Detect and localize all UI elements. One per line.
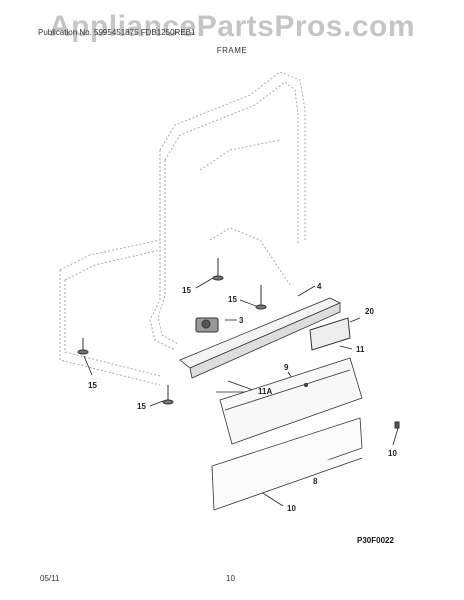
callout-labels: 15 15 15 15 4 3 20 11 11A 9 10 8 10 (88, 282, 397, 513)
front-rail (179, 297, 341, 379)
callout-9: 9 (284, 363, 289, 372)
kickplate-9 (219, 357, 363, 445)
publication-header: Publication No. 5995451875 FDB1250REB1 (38, 28, 196, 37)
figure-code: P30F0022 (357, 536, 394, 545)
callout-11: 11 (356, 345, 365, 354)
solenoid-part (195, 317, 219, 333)
callout-4: 4 (317, 282, 322, 291)
callout-3: 3 (239, 316, 244, 325)
section-title: FRAME (216, 46, 248, 55)
callout-20: 20 (365, 307, 374, 316)
callout-11a: 11A (258, 387, 272, 396)
watermark-text: AppliancePartsPros.com (48, 10, 416, 43)
callout-10a: 10 (388, 449, 397, 458)
callout-10b: 10 (287, 504, 296, 513)
callout-15b: 15 (228, 295, 237, 304)
leveling-legs (77, 258, 267, 405)
footer-date: 05/11 (40, 574, 60, 583)
toe-panel-8 (211, 417, 363, 511)
screws (304, 383, 400, 429)
bracket-20 (309, 317, 351, 351)
callout-15c: 15 (88, 381, 97, 390)
callout-15d: 15 (137, 402, 146, 411)
footer-page-number: 10 (226, 574, 235, 583)
tub-frame-outline (59, 71, 306, 386)
callout-15a: 15 (182, 286, 191, 295)
callout-8: 8 (313, 477, 318, 486)
